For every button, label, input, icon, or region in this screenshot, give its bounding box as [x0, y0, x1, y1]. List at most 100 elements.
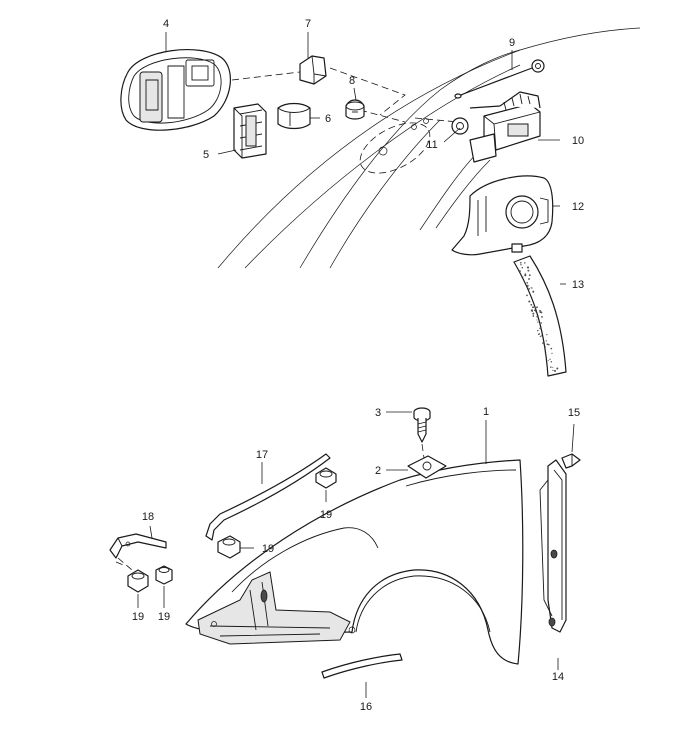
callout-3: 3: [375, 407, 381, 419]
filler-recess: [359, 118, 431, 174]
callout-14: 14: [552, 671, 564, 683]
hose-texture-speck: [546, 343, 549, 346]
hose-texture-speck: [541, 315, 543, 318]
callout-19-left-a: 19: [132, 611, 144, 623]
callout-1: 1: [483, 406, 489, 418]
hose-texture-speck: [556, 367, 559, 370]
seal-strip: [321, 653, 403, 679]
hose-texture-speck: [528, 300, 531, 303]
hose-texture-speck: [520, 263, 522, 266]
hose-texture-speck: [532, 290, 535, 293]
nut-left-b: [155, 565, 173, 585]
filler-housing: [451, 175, 554, 256]
body-outline-lines: [217, 27, 641, 269]
hose-texture-speck: [539, 309, 541, 312]
callout-19-left-b: 19: [158, 611, 170, 623]
actuator: [469, 91, 541, 163]
front-wing: [185, 459, 524, 665]
callout-5: 5: [203, 149, 209, 161]
hose-texture-speck: [540, 335, 542, 337]
hose-texture-speck: [550, 347, 553, 350]
callout-6: 6: [325, 113, 331, 125]
callout-12: 12: [572, 201, 584, 213]
hose-texture-speck: [554, 370, 556, 372]
callout-11: 11: [426, 139, 437, 151]
bush: [345, 99, 365, 120]
callout-19-upper: 19: [320, 509, 332, 521]
hose-texture-speck: [522, 276, 524, 278]
callout-16: 16: [360, 701, 372, 713]
hose-texture-speck: [542, 342, 546, 345]
hose-texture-speck: [552, 366, 554, 369]
hose-texture-speck: [544, 352, 546, 354]
hose-texture-speck: [524, 274, 527, 277]
hose-texture-speck: [547, 360, 549, 362]
nut-middle: [217, 535, 241, 559]
hose-texture-speck: [531, 287, 533, 289]
hose-texture-speck: [526, 281, 529, 284]
nut-left-a: [127, 569, 149, 593]
nut-upper: [315, 467, 337, 489]
hose-texture-speck: [537, 329, 539, 332]
hose-texture-speck: [549, 358, 551, 360]
hose-texture-speck: [551, 352, 553, 354]
hose-texture-speck: [535, 310, 537, 313]
callout-19-middle: 19: [262, 543, 274, 555]
hose-texture-speck: [539, 335, 541, 338]
hose-texture-speck: [526, 286, 529, 289]
hose-texture-speck: [539, 327, 542, 330]
hose-texture-speck: [537, 321, 539, 323]
hose-texture-speck: [550, 360, 553, 363]
hose-texture-speck: [528, 288, 530, 290]
nut-plate: [407, 455, 447, 479]
hose-texture-speck: [536, 306, 538, 309]
grommet: [451, 117, 469, 135]
callout-13: 13: [572, 279, 584, 291]
callout-10: 10: [572, 135, 584, 147]
buffer: [299, 55, 327, 85]
drain-hose: [513, 255, 567, 377]
hose-texture-speck: [530, 309, 533, 312]
hose-texture-speck: [524, 273, 527, 275]
callout-2: 2: [375, 465, 381, 477]
screw-alignment: [421, 443, 425, 459]
callout-8: 8: [349, 75, 355, 87]
callout-9: 9: [509, 37, 515, 49]
hose-texture-speck: [552, 369, 554, 372]
hose-texture-speck: [528, 274, 531, 277]
hose-texture-speck: [519, 261, 522, 264]
hose-texture-speck: [521, 266, 524, 269]
release-cable: [454, 59, 545, 99]
hose-texture-speck: [528, 278, 530, 280]
callout-15: 15: [568, 407, 580, 419]
leader-lines: [137, 32, 575, 698]
hose-texture-speck: [534, 306, 537, 309]
bracket: [109, 533, 167, 559]
hose-texture-speck: [540, 311, 543, 314]
assembly-lines-upper: [231, 67, 459, 123]
hose-texture-speck: [550, 366, 552, 368]
expanding-clip: [561, 453, 581, 469]
callout-7: 7: [305, 18, 311, 30]
hose-texture-speck: [545, 340, 547, 342]
hose-texture-speck: [530, 303, 533, 306]
hose-texture-speck: [548, 343, 550, 346]
hose-texture-speck: [528, 270, 530, 272]
callout-labels: 1 2 3 4 5 6 7 8 9 10 11 12 13 14 15 16 1…: [132, 18, 584, 713]
arch-liner-strip: [539, 459, 567, 633]
callout-4: 4: [163, 18, 169, 30]
hose-texture-speck: [533, 309, 536, 312]
hose-texture-speck: [526, 266, 530, 269]
hose-texture-speck: [526, 284, 529, 287]
hose-texture-speck: [532, 312, 535, 315]
bracket-alignment: [115, 557, 133, 571]
hose-texture-speck: [519, 270, 521, 272]
trim-strip: [205, 453, 331, 541]
callout-17: 17: [256, 449, 268, 461]
callout-18: 18: [142, 511, 154, 523]
hose-texture-speck: [540, 322, 543, 324]
hose-texture-speck: [536, 319, 538, 321]
screw: [413, 407, 431, 443]
hose-texture-speck: [546, 333, 548, 336]
